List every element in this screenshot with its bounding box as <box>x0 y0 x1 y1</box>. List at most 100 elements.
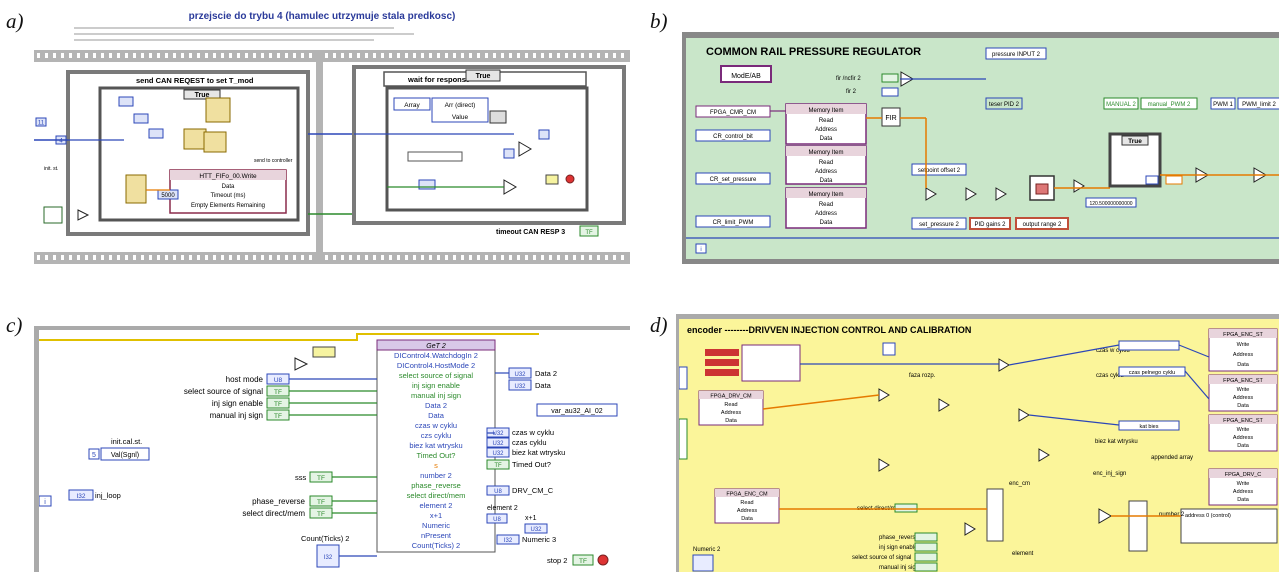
fir2: fir 2 <box>846 89 857 95</box>
mem2-data: Data <box>820 178 833 184</box>
mem1-read: Read <box>819 118 833 124</box>
output-range: output range 2 <box>1023 222 1062 228</box>
c-item-12: number 2 <box>420 471 452 480</box>
mem1-address: Address <box>815 127 837 133</box>
faza-rozp: faza rozp. <box>909 373 936 379</box>
stop-icon[interactable] <box>597 554 609 566</box>
left-inj-enable: inj sign enable <box>212 399 264 408</box>
panel-a-title: przejscie do trybu 4 (hamulec utrzymuje … <box>189 11 456 22</box>
biez-kat-d: biez kat wtrysku <box>1095 439 1138 445</box>
c-item-8: czs cyklu <box>421 431 451 440</box>
mem-item-2: Memory Item <box>808 150 843 156</box>
fpga-drv-cm: FPGA_DRV_CM <box>710 394 752 400</box>
out-czas-cyklu: czas cyklu <box>512 438 547 447</box>
i32-loop: I32 <box>76 493 85 500</box>
kat-bies: kat bies <box>1140 424 1159 430</box>
cr-limit: CR_limit_PWM <box>713 220 754 226</box>
inj-loop: inj_loop <box>95 491 121 500</box>
pwm1: PWM 1 <box>1213 102 1233 108</box>
tf-stop: TF <box>579 558 587 565</box>
pwm-limit: PWM_limit 2 <box>1242 102 1276 108</box>
left-select-source: select source of signal <box>184 387 263 396</box>
tf-left-1: TF <box>274 389 282 396</box>
u32-data2: U32 <box>514 372 526 378</box>
fifo-item-2: Empty Elements Remaining <box>191 203 265 209</box>
frame1-label: send CAN REQEST to set T_mod <box>136 76 254 85</box>
out-timed-out: Timed Out? <box>512 460 551 469</box>
enc-st-3: FPGA_ENC_ST <box>1223 418 1263 424</box>
enc-address: Address <box>737 508 757 514</box>
enc-cm: enc_cm <box>1009 481 1030 487</box>
label-b: b) <box>650 9 668 33</box>
const-11: 11 <box>38 121 45 127</box>
c-item-19: Count(Ticks) 2 <box>412 541 460 550</box>
phase-rev-d: phase_reverse <box>879 535 919 541</box>
panel-a: przejscie do trybu 4 (hamulec utrzymuje … <box>34 2 630 264</box>
mem3-address: Address <box>815 211 837 217</box>
inj-enable-d: inj sign enable <box>879 545 918 551</box>
c-item-6: Data <box>428 411 445 420</box>
number2-d: number 2 <box>1159 512 1185 518</box>
left-manual-inj: manual inj sign <box>210 411 263 420</box>
st1-address: Address <box>1233 352 1253 358</box>
drv-data: Data <box>725 418 738 424</box>
tf-left-3: TF <box>274 413 282 420</box>
panel-d-title: encoder --------DRIVVEN INJECTION CONTRO… <box>687 325 971 335</box>
u32-data: U32 <box>514 384 526 390</box>
enc-st-2: FPGA_ENC_ST <box>1223 378 1263 384</box>
mem1-data: Data <box>820 136 833 142</box>
top-node: GeT 2 <box>426 343 446 350</box>
c-item-9: biez kat wtrysku <box>409 441 462 450</box>
c-item-18: nPresent <box>421 531 452 540</box>
tf-timed: TF <box>494 463 502 469</box>
frame2-label: wait for response <box>407 75 470 84</box>
numeric2-d: Numeric 2 <box>693 547 721 553</box>
pid-gains: PID gains 2 <box>974 222 1006 228</box>
frame1-case[interactable]: True <box>195 92 210 99</box>
loop-index-b: i <box>700 247 701 253</box>
st2-data: Data <box>1237 403 1250 409</box>
true-case-b[interactable]: True <box>1128 138 1142 145</box>
set-pressure: set_pressure 2 <box>919 222 959 228</box>
address-label: address 0 (control) <box>1185 513 1231 519</box>
panel-b: COMMON RAIL PRESSURE REGULATOR ModE/AB f… <box>682 32 1279 264</box>
cr-set: CR_set_pressure <box>710 177 757 183</box>
panel-c: GeT 2 DIControl4.WatchdogIn 2 DIControl4… <box>34 326 630 572</box>
enc-data: Data <box>741 516 754 522</box>
c-item-14: select direct/mem <box>407 491 466 500</box>
c-item-5: Data 2 <box>425 401 447 410</box>
u32-x1: U32 <box>530 527 542 533</box>
setpoint-offset: setpoint offset 2 <box>918 168 961 174</box>
phase-rev-label: phase_reverse <box>252 497 305 506</box>
c-item-17: Numeric <box>422 521 450 530</box>
st3-data: Data <box>1237 443 1250 449</box>
out-czas-w-cyklu: czas w cyklu <box>512 428 554 437</box>
pressure-input: pressure INPUT 2 <box>992 52 1041 58</box>
mem-item-3: Memory Item <box>808 192 843 198</box>
st2-address: Address <box>1233 395 1253 401</box>
c-item-1: DIControl4.HostMode 2 <box>397 361 475 370</box>
init-label: init. st. <box>44 166 58 172</box>
czas-pelen: czas pelnego cyklu <box>1129 370 1175 376</box>
u32-biez: U32 <box>492 451 504 457</box>
fpga-cmr: FPGA_CMR_CM <box>710 110 756 116</box>
drvc-address: Address <box>1233 489 1253 495</box>
fpga-enc-cm: FPGA_ENC_CM <box>726 492 768 498</box>
count-ticks-label: Count(Ticks) 2 <box>301 534 349 543</box>
c-item-3: inj sign enable <box>412 381 460 390</box>
out-data2: Data 2 <box>535 369 557 378</box>
out-biez-kat: biez kat wtrysku <box>512 448 565 457</box>
init-cal: init.cal.st. <box>111 437 142 446</box>
var-label: var_au32_AI_02 <box>551 408 602 415</box>
label-a: a) <box>6 9 24 33</box>
sss-label: sss <box>295 473 307 482</box>
frame2-case[interactable]: True <box>476 73 491 80</box>
out-element2: element 2 <box>487 505 518 512</box>
fifo-item-1: Timeout (ms) <box>210 193 245 199</box>
manual2: MANUAL 2 <box>1106 102 1136 108</box>
st3-address: Address <box>1233 435 1253 441</box>
five-const: 5 <box>92 452 96 459</box>
czas-w-cyklu-d: czas w cyklu <box>1096 348 1130 354</box>
drvc-data: Data <box>1237 497 1250 503</box>
tf-left-2: TF <box>274 401 282 408</box>
